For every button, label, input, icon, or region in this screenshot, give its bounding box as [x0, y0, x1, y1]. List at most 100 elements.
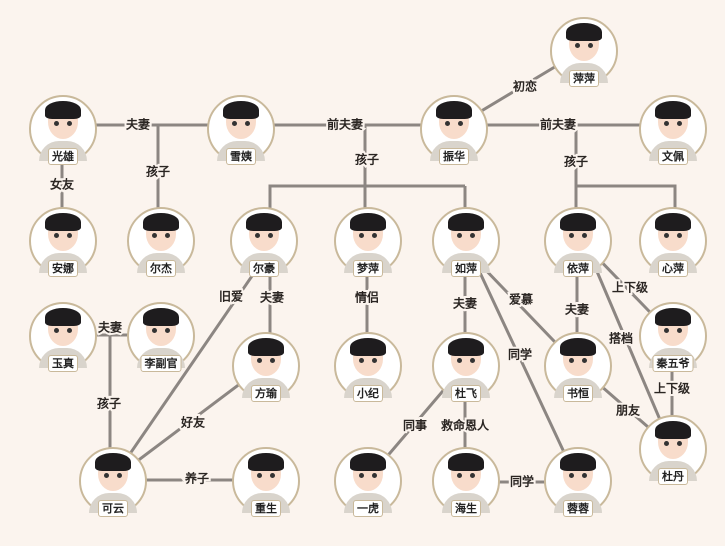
character-anna[interactable]: 安娜 [29, 207, 97, 277]
character-xiaoji[interactable]: 小纪 [334, 332, 402, 402]
character-dufei[interactable]: 杜飞 [432, 332, 500, 402]
name-tag: 尔豪 [249, 260, 279, 277]
character-fangyu[interactable]: 方瑜 [232, 332, 300, 402]
eye-icon [588, 43, 593, 48]
eye-icon [67, 233, 72, 238]
eye-icon [152, 233, 157, 238]
eye-icon [270, 473, 275, 478]
eye-icon [270, 358, 275, 363]
hair-icon [655, 421, 691, 439]
eye-icon [582, 233, 587, 238]
name-tag: 安娜 [48, 260, 78, 277]
character-yihu[interactable]: 一虎 [334, 447, 402, 517]
character-erjie[interactable]: 尔杰 [127, 207, 195, 277]
character-xinping[interactable]: 心萍 [639, 207, 707, 277]
character-erhao[interactable]: 尔豪 [230, 207, 298, 277]
character-yiping[interactable]: 依萍 [544, 207, 612, 277]
eye-icon [664, 328, 669, 333]
eye-icon [569, 473, 574, 478]
name-tag: 如萍 [451, 260, 481, 277]
eye-icon [54, 328, 59, 333]
character-dudan[interactable]: 杜丹 [639, 415, 707, 485]
name-tag: 海生 [451, 500, 481, 517]
edge-label: 同学 [510, 474, 534, 489]
character-lifuguan[interactable]: 李副官 [127, 302, 195, 372]
eye-icon [569, 358, 574, 363]
eye-icon [165, 233, 170, 238]
eye-icon [165, 328, 170, 333]
eye-icon [104, 473, 109, 478]
eye-icon [445, 121, 450, 126]
character-ruping[interactable]: 如萍 [432, 207, 500, 277]
edge-label: 同事 [403, 418, 427, 433]
hair-icon [223, 101, 259, 119]
hair-icon [248, 453, 284, 471]
character-pingping[interactable]: 萍萍 [550, 17, 618, 87]
name-tag: 尔杰 [146, 260, 176, 277]
edge-label: 朋友 [615, 403, 640, 418]
edge-label: 搭档 [609, 331, 633, 346]
eye-icon [372, 233, 377, 238]
eye-icon [117, 473, 122, 478]
hair-icon [45, 213, 81, 231]
hair-icon [560, 453, 596, 471]
character-chongsheng[interactable]: 重生 [232, 447, 300, 517]
name-tag: 李副官 [140, 355, 182, 372]
hair-icon [350, 338, 386, 356]
character-wenpei[interactable]: 文佩 [639, 95, 707, 165]
character-guangxiong[interactable]: 光雄 [29, 95, 97, 165]
eye-icon [257, 358, 262, 363]
edge-label: 上下级 [654, 381, 690, 396]
hair-icon [655, 101, 691, 119]
character-haisheng[interactable]: 海生 [432, 447, 500, 517]
name-tag: 重生 [251, 500, 281, 517]
edge-label: 女友 [50, 177, 74, 192]
eye-icon [470, 473, 475, 478]
edge-label: 初恋 [513, 79, 537, 94]
character-rongrong[interactable]: 蓉蓉 [544, 447, 612, 517]
edge-label: 孩子 [564, 154, 588, 169]
hair-icon [45, 308, 81, 326]
name-tag: 蓉蓉 [563, 500, 593, 517]
name-tag: 萍萍 [569, 70, 599, 87]
hair-icon [248, 338, 284, 356]
hair-icon [350, 213, 386, 231]
eye-icon [582, 473, 587, 478]
character-keyun[interactable]: 可云 [79, 447, 147, 517]
eye-icon [677, 233, 682, 238]
eye-icon [372, 473, 377, 478]
eye-icon [268, 233, 273, 238]
eye-icon [255, 233, 260, 238]
hair-icon [143, 308, 179, 326]
eye-icon [372, 358, 377, 363]
name-tag: 文佩 [658, 148, 688, 165]
edge-label: 孩子 [355, 152, 379, 167]
name-tag: 梦萍 [353, 260, 383, 277]
eye-icon [54, 233, 59, 238]
character-qinwuye[interactable]: 秦五爷 [639, 302, 707, 372]
character-mengping[interactable]: 梦萍 [334, 207, 402, 277]
name-tag: 杜飞 [451, 385, 481, 402]
edge-label: 夫妻 [125, 117, 150, 132]
edge-label: 上下级 [612, 280, 648, 295]
hair-icon [655, 213, 691, 231]
character-zhenhua[interactable]: 振华 [420, 95, 488, 165]
hair-icon [448, 453, 484, 471]
name-tag: 书恒 [563, 385, 593, 402]
eye-icon [359, 358, 364, 363]
hair-icon [448, 338, 484, 356]
eye-icon [575, 43, 580, 48]
edge-label: 救命恩人 [441, 418, 490, 433]
eye-icon [664, 233, 669, 238]
eye-icon [54, 121, 59, 126]
eye-icon [458, 121, 463, 126]
hair-icon [655, 308, 691, 326]
edge-label: 爱慕 [509, 292, 533, 307]
eye-icon [152, 328, 157, 333]
edge-label: 孩子 [146, 164, 170, 179]
edge-label: 夫妻 [452, 296, 477, 311]
eye-icon [677, 328, 682, 333]
character-shuheng[interactable]: 书恒 [544, 332, 612, 402]
character-xueyi[interactable]: 雪姨 [207, 95, 275, 165]
character-yuzhen[interactable]: 玉真 [29, 302, 97, 372]
